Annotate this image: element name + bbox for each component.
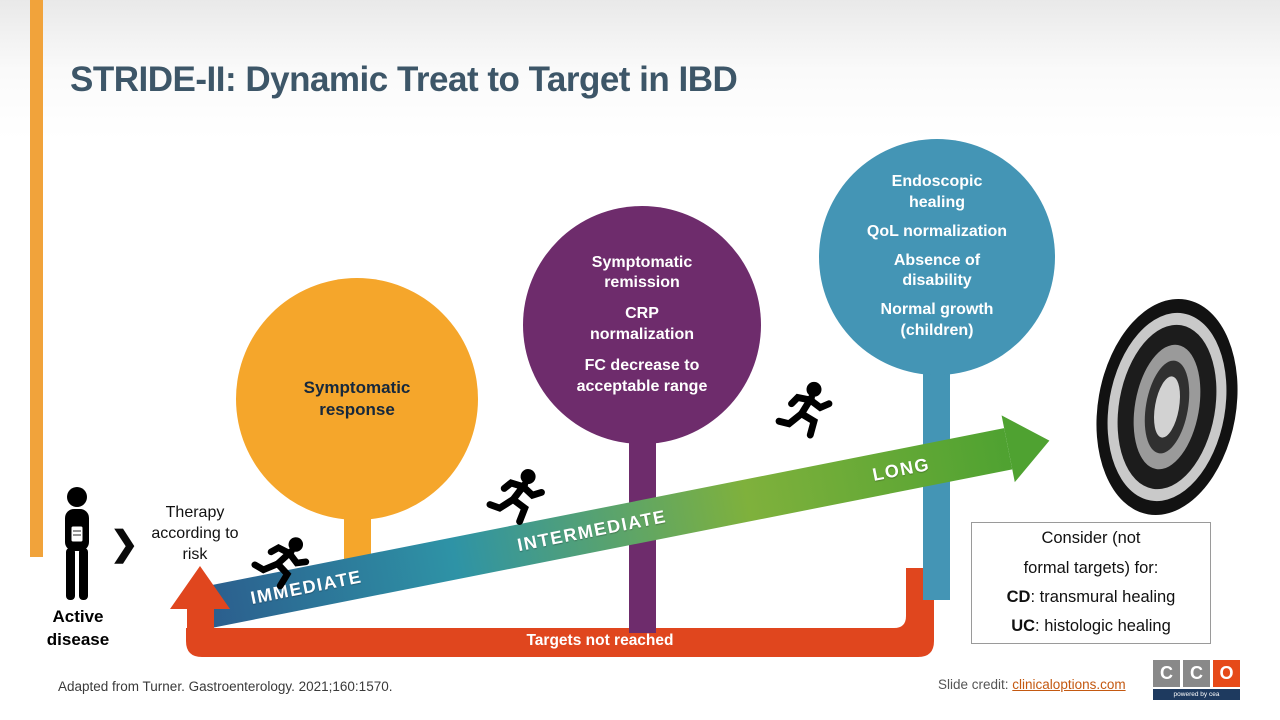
- target-item: Normal growth (children): [880, 301, 994, 339]
- target-bubble-long-term: Endoscopic healing QoL normalization Abs…: [819, 139, 1055, 375]
- logo-letter-o: O: [1213, 660, 1240, 687]
- target-item: Absence of disability: [893, 251, 981, 290]
- timeline-label-long: LONG: [870, 454, 932, 485]
- target-item: Endoscopic healing: [891, 173, 983, 211]
- runner-icon: [772, 380, 836, 440]
- page-title: STRIDE-II: Dynamic Treat to Target in IB…: [70, 60, 738, 99]
- uc-text: : histologic healing: [1035, 617, 1171, 636]
- accent-stripe: [30, 0, 43, 557]
- active-disease-label: Active disease: [46, 607, 110, 649]
- target-item: QoL normalization: [866, 222, 1008, 240]
- target-item: FC decrease to acceptable range: [576, 356, 708, 395]
- consider-line-2: formal targets) for:: [1023, 558, 1159, 577]
- chevron-right-icon: ❯: [110, 525, 139, 563]
- target-bubble-intermediate: Symptomatic remission CRP normalization …: [523, 206, 761, 444]
- cd-text: : transmural healing: [1030, 588, 1176, 606]
- cd-label: CD: [1006, 588, 1031, 606]
- logo-letter-c1: C: [1153, 660, 1180, 687]
- patient-icon: [65, 487, 89, 600]
- timeline-arrowhead-icon: [1001, 407, 1056, 483]
- logo-powered-by: powered by cea: [1153, 689, 1240, 700]
- therapy-label: Therapy according to risk: [151, 504, 239, 563]
- target-item: Symptomatic remission: [591, 253, 693, 292]
- consider-box: Consider (not formal targets) for: CD: t…: [971, 522, 1211, 644]
- consider-line-1: Consider (not: [1041, 529, 1141, 548]
- target-bubble-short-term: Symptomatic response: [236, 278, 478, 520]
- target-item: CRP normalization: [589, 305, 694, 343]
- slide-credit-label: Slide credit:: [938, 677, 1013, 692]
- cco-logo: C C O powered by cea: [1153, 660, 1240, 700]
- logo-letter-c2: C: [1183, 660, 1210, 687]
- runner-icon: [481, 463, 551, 529]
- loop-label: Targets not reached: [526, 632, 674, 649]
- consider-uc-line: UC: histologic healing: [972, 612, 1210, 641]
- slide-credit: Slide credit: clinicaloptions.com: [938, 677, 1126, 692]
- uc-label: UC: [1011, 617, 1036, 636]
- bullseye-target-icon: [1080, 287, 1254, 527]
- consider-cd-line: CD: transmural healing: [972, 583, 1210, 612]
- citation: Adapted from Turner. Gastroenterology. 2…: [58, 679, 393, 694]
- slide-credit-link[interactable]: clinicaloptions.com: [1012, 677, 1126, 692]
- cco-logo-squares: C C O: [1153, 660, 1240, 687]
- target-item: Symptomatic response: [303, 377, 411, 419]
